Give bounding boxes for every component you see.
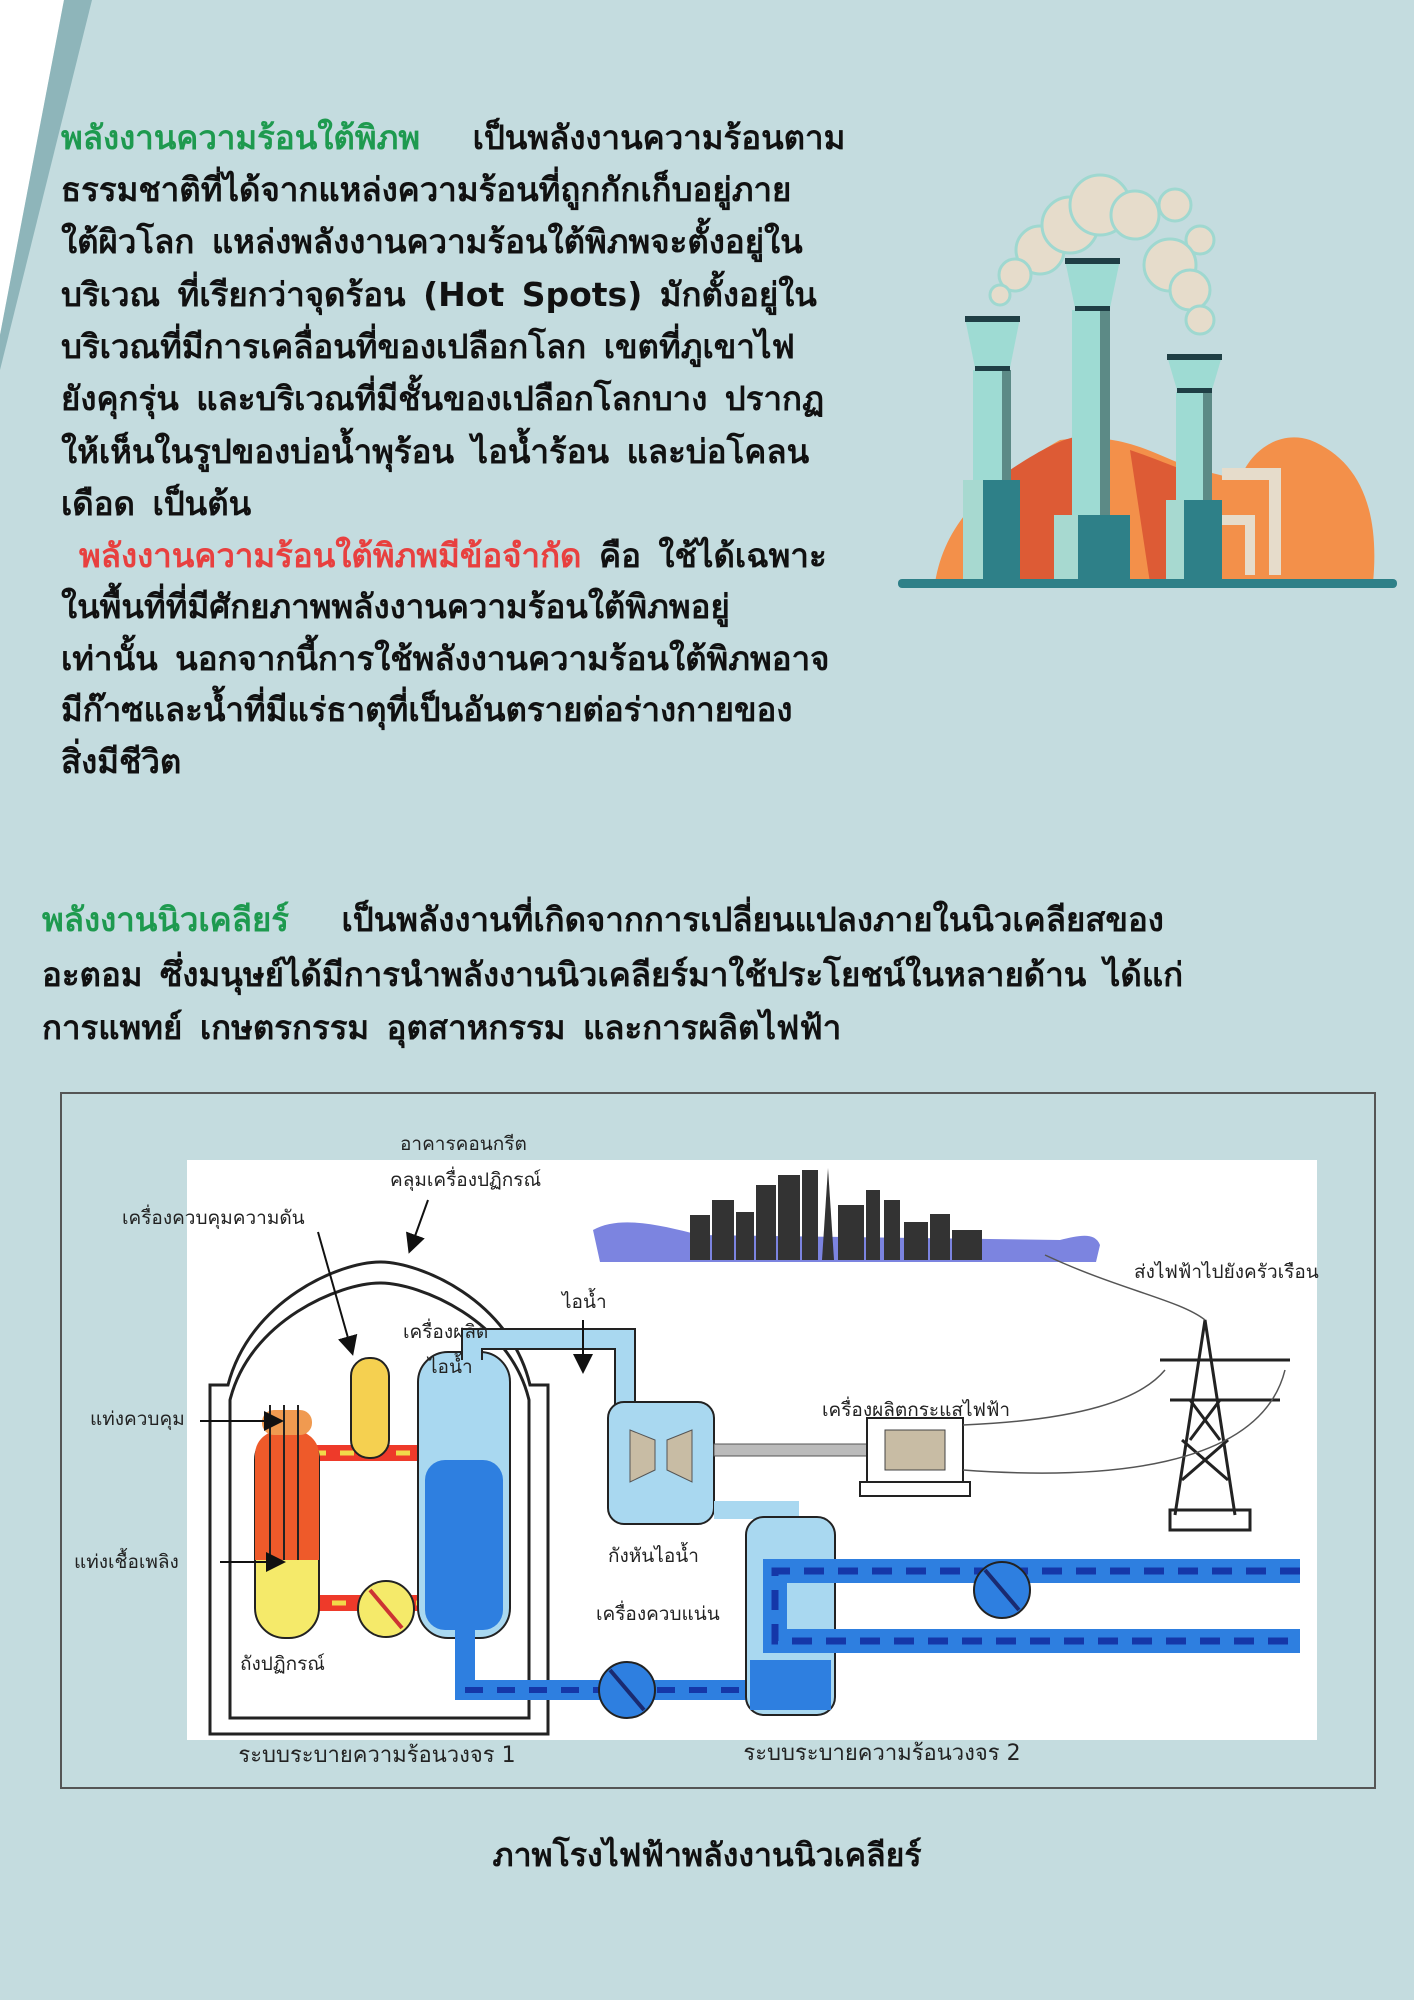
nuclear-heading: พลังงานนิวเคลียร์	[42, 900, 290, 939]
limitation-heading: พลังงานความร้อนใต้พิภพมีข้อจำกัด	[79, 536, 582, 575]
label-control-rods: แท่งควบคุม	[90, 1408, 185, 1430]
geothermal-line: ยังคุกรุ่น และบริเวณที่มีชั้นของเปลือกโล…	[61, 379, 825, 418]
label-to-homes: ส่งไฟฟ้าไปยังครัวเรือน	[1134, 1261, 1319, 1283]
geothermal-line: ธรรมชาติที่ได้จากแหล่งความร้อนที่ถูกกักเ…	[61, 170, 792, 209]
limitation-line: สิ่งมีชีวิต	[61, 742, 182, 781]
label-containment: อาคารคอนกรีต	[400, 1133, 527, 1155]
nuclear-text: เป็นพลังงานที่เกิดจากการเปลี่ยนแปลงภายใน…	[341, 900, 1164, 939]
geothermal-line: บริเวณที่มีการเคลื่อนที่ของเปลือกโลก เขต…	[61, 327, 795, 366]
label-fuel-rods: แท่งเชื้อเพลิง	[74, 1551, 179, 1573]
nuclear-line: การแพทย์ เกษตรกรรม อุตสาหกรรม และการผลิต…	[42, 1008, 842, 1047]
label-containment-2: คลุมเครื่องปฏิกรณ์	[390, 1169, 542, 1191]
geothermal-line: ใต้ผิวโลก แหล่งพลังงานความร้อนใต้พิภพจะต…	[61, 222, 803, 261]
geothermal-line: บริเวณ ที่เรียกว่าจุดร้อน (Hot Spots) มั…	[61, 275, 817, 314]
nuclear-line: อะตอม ซึ่งมนุษย์ได้มีการนำพลังงานนิวเคลี…	[42, 955, 1184, 994]
label-steam-generator: เครื่องผลิต	[403, 1321, 489, 1343]
geothermal-line: ให้เห็นในรูปของบ่อน้ำพุร้อน ไอน้ำร้อน แล…	[61, 432, 810, 471]
geothermal-heading: พลังงานความร้อนใต้พิภพ	[61, 118, 421, 157]
label-cooling-loop-2: ระบบระบายความร้อนวงจร 2	[743, 1741, 1021, 1766]
limitation-line: เท่านั้น นอกจากนี้การใช้พลังงานความร้อนใ…	[61, 639, 830, 678]
nuclear-line: พลังงานนิวเคลียร์ เป็นพลังงานที่เกิดจากก…	[42, 897, 1164, 943]
label-generator: เครื่องผลิตกระแสไฟฟ้า	[822, 1399, 1011, 1421]
figure-caption: ภาพโรงไฟฟ้าพลังงานนิวเคลียร์	[492, 1836, 922, 1874]
geothermal-plant-illustration	[898, 173, 1397, 588]
geothermal-line: พลังงานความร้อนใต้พิภพ เป็นพลังงานความร้…	[61, 115, 845, 161]
nuclear-plant-diagram	[60, 1092, 1376, 1789]
corner-decoration	[0, 0, 92, 370]
label-pressurizer: เครื่องควบคุมความดัน	[122, 1207, 305, 1229]
limitation-line: ในพื้นที่ที่มีศักยภาพพลังงานความร้อนใต้พ…	[61, 587, 730, 626]
geothermal-text: เป็นพลังงานความร้อนตาม	[472, 118, 846, 157]
label-steam-generator-2: ไอน้ำ	[428, 1356, 473, 1378]
label-reactor: ถังปฏิกรณ์	[240, 1653, 325, 1675]
geothermal-line: เดือด เป็นต้น	[61, 484, 252, 523]
label-condenser: เครื่องควบแน่น	[596, 1603, 720, 1625]
limitation-line: พลังงานความร้อนใต้พิภพมีข้อจำกัด คือ ใช้…	[79, 533, 827, 579]
label-steam: ไอน้ำ	[562, 1291, 607, 1313]
limitation-line: มีก๊าซและน้ำที่มีแร่ธาตุที่เป็นอันตรายต่…	[61, 690, 793, 729]
label-turbine: กังหันไอน้ำ	[608, 1545, 699, 1567]
label-cooling-loop-1: ระบบระบายความร้อนวงจร 1	[238, 1743, 516, 1768]
limitation-text: คือ ใช้ได้เฉพาะ	[599, 536, 827, 575]
